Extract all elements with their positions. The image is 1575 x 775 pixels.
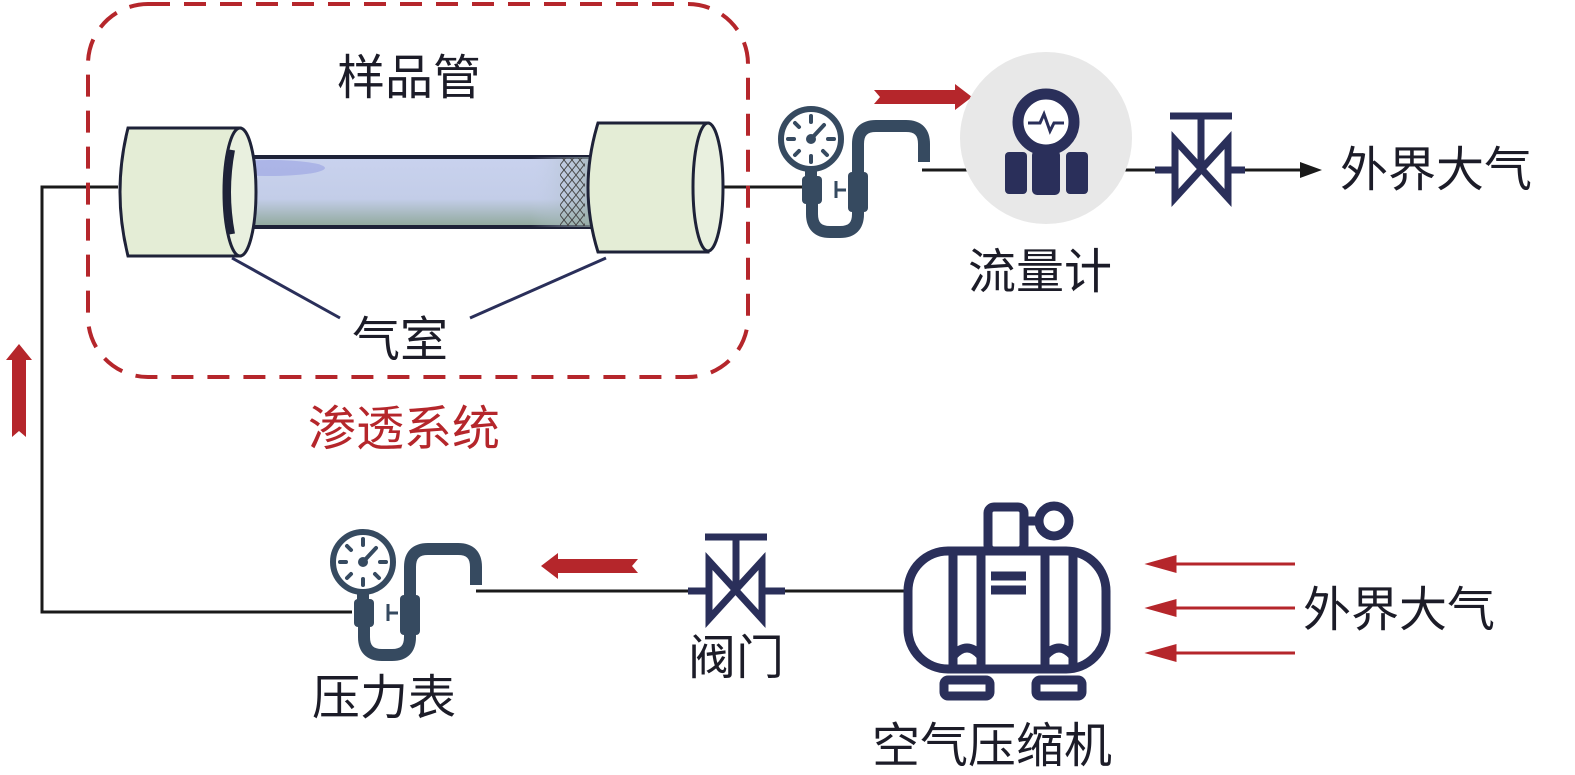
air-compressor-icon	[903, 501, 1111, 701]
atmosphere-intake-label: 外界大气	[1303, 582, 1496, 638]
flow-arrow-up-icon	[6, 344, 32, 437]
gas-chamber-label: 气室	[352, 312, 449, 368]
sample-tube-label: 样品管	[337, 50, 482, 106]
flow-meter-icon	[960, 52, 1132, 224]
permeation-system-boundary	[86, 2, 750, 379]
flow-arrow-left-icon	[541, 553, 638, 579]
pipe-left-loop	[40, 185, 352, 614]
valve-bottom-icon	[688, 533, 785, 629]
gas-chamber-right	[586, 121, 725, 254]
pressure-gauge-label: 压力表	[312, 670, 457, 726]
valve-top-icon	[1155, 112, 1245, 208]
permeation-system-label: 渗透系统	[308, 401, 501, 457]
gas-chamber-leader-lines	[231, 256, 607, 320]
flow-arrows	[6, 84, 972, 579]
atmosphere-outlet-label: 外界大气	[1340, 142, 1533, 198]
mesh-filter-right	[560, 158, 585, 226]
flow-arrow-right-icon	[874, 84, 972, 110]
pipe-lines	[40, 168, 1300, 614]
valve-label: 阀门	[688, 630, 785, 686]
intake-arrows	[1144, 555, 1295, 662]
outlet-arrowhead-icon	[1300, 162, 1322, 178]
gas-chamber-left	[118, 126, 258, 258]
flow-meter-label: 流量计	[968, 244, 1113, 300]
pressure-gauge-bottom-icon	[330, 529, 482, 661]
air-compressor-label: 空气压缩机	[872, 718, 1113, 774]
sample-tube	[213, 155, 607, 229]
pressure-gauge-icon	[778, 106, 930, 238]
